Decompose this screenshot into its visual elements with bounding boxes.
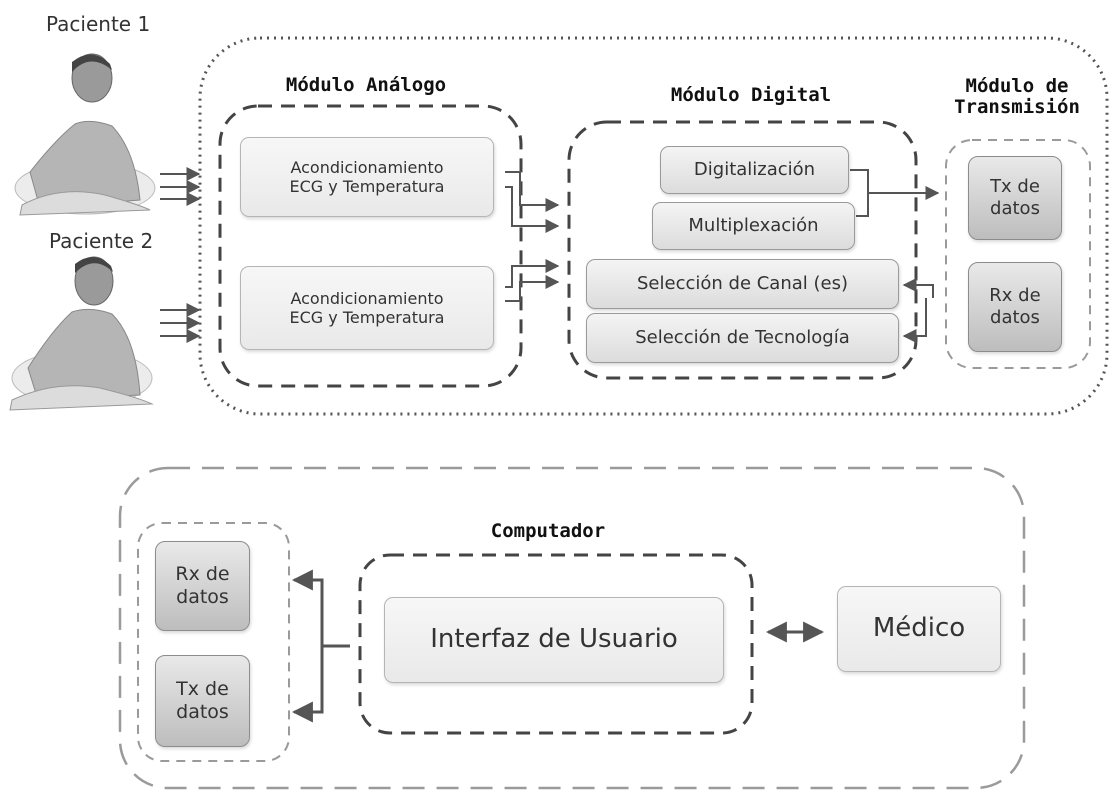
analog-conditioning-block-1: Acondicionamiento ECG y Temperatura bbox=[240, 137, 494, 217]
arrow bbox=[291, 569, 350, 648]
arrow bbox=[505, 171, 560, 212]
medico-block: Médico bbox=[837, 586, 1001, 672]
user-interface-block: Interfaz de Usuario bbox=[384, 597, 724, 683]
computer-tx-data-block: Tx de datos bbox=[155, 655, 250, 747]
technology-selection-block: Selección de Tecnología bbox=[586, 313, 899, 363]
analog-module-title: Módulo Análogo bbox=[285, 74, 447, 96]
computer-module-boundary bbox=[358, 553, 754, 735]
arrow bbox=[505, 259, 560, 288]
computer-system-boundary bbox=[118, 466, 1026, 790]
tx-data-block: Tx de datos bbox=[968, 156, 1062, 240]
channel-selection-block: Selección de Canal (es) bbox=[586, 259, 899, 309]
transmission-module-title: Módulo de Transmisión bbox=[954, 75, 1080, 118]
computer-txrx-boundary bbox=[137, 522, 290, 762]
analog-conditioning-block-2: Acondicionamiento ECG y Temperatura bbox=[240, 266, 494, 350]
patient-1-figure bbox=[14, 53, 156, 216]
digitalization-block: Digitalización bbox=[660, 146, 849, 194]
multiplexing-block: Multiplexación bbox=[652, 202, 855, 250]
arrow bbox=[291, 646, 324, 723]
arrow bbox=[505, 186, 560, 233]
digital-module-title: Módulo Digital bbox=[670, 84, 832, 106]
arrow bbox=[902, 298, 927, 343]
arrow bbox=[505, 275, 560, 302]
patient-2-figure bbox=[9, 256, 154, 411]
computer-rx-data-block: Rx de datos bbox=[155, 541, 250, 631]
arrow bbox=[902, 278, 934, 298]
rx-data-block: Rx de datos bbox=[968, 262, 1062, 352]
patient-1-label: Paciente 1 bbox=[46, 12, 151, 36]
patient-2-label: Paciente 2 bbox=[49, 229, 154, 253]
acquisition-system-boundary bbox=[198, 36, 1109, 416]
computer-title: Computador bbox=[490, 520, 606, 542]
digital-module-boundary bbox=[567, 120, 918, 380]
